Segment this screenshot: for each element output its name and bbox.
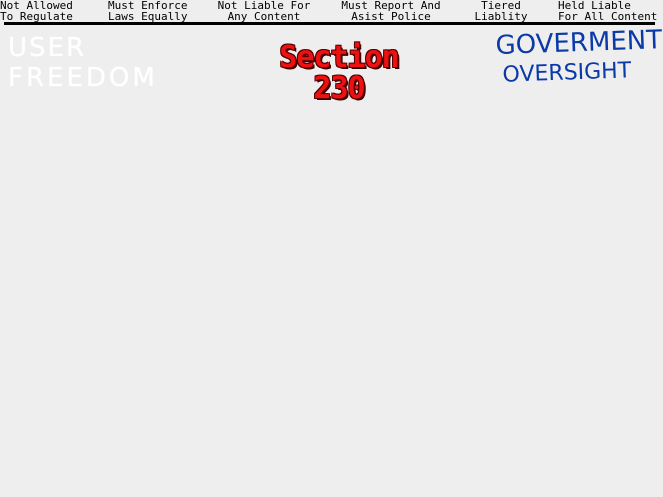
scale-line [4, 22, 655, 25]
scale-label-must-enforce: Must Enforce Laws Equally [108, 0, 187, 22]
user-freedom-label: USER FREEDOM [8, 32, 158, 94]
scale-label-line: Held Liable [558, 0, 631, 12]
scale-label-line: Liablity [474, 10, 528, 23]
scale-label-line: Must Enforce [108, 0, 188, 12]
scale-label-line: Asist Police [351, 10, 431, 23]
section-title: Section 230 [264, 42, 414, 104]
government-oversight-line: GOVERMENT [495, 25, 663, 61]
government-oversight-label: GOVERMENT OVERSIGHT [495, 24, 663, 90]
section-title-number: 230 [313, 71, 365, 106]
scale-label-line: Not Allowed [0, 0, 73, 12]
scale-label-not-liable: Not Liable For Any Content [215, 0, 313, 22]
scale-label-not-allowed: Not Allowed To Regulate [0, 0, 73, 22]
scale-label-line: Not Liable For [217, 0, 311, 12]
government-oversight-line: OVERSIGHT [502, 58, 632, 88]
scale-label-line: Tiered [481, 0, 521, 12]
scale-label-line: To Regulate [0, 10, 73, 23]
user-freedom-line: USER [8, 33, 87, 63]
user-freedom-line: FREEDOM [8, 63, 158, 93]
scale-label-line: Laws Equally [108, 10, 188, 23]
scale-label-line: Any Content [227, 10, 301, 23]
scale-label-line: Must Report And [341, 0, 441, 12]
scale-label-held-liable: Held Liable For All Content [558, 0, 663, 22]
scale-label-must-report: Must Report And Asist Police [339, 0, 443, 22]
scale-label-tiered: Tiered Liablity [472, 0, 530, 22]
section-title-line: Section [279, 40, 399, 75]
scale-label-line: For All Content [558, 10, 658, 23]
